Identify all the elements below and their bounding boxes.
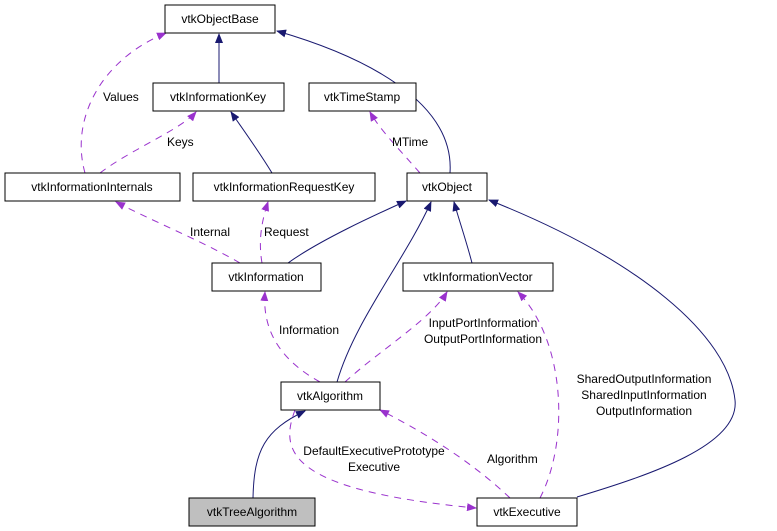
edge-label-request: Request — [264, 225, 309, 239]
edge-label-values: Values — [103, 90, 139, 104]
edge-label-internal: Internal — [190, 225, 230, 239]
edge-port-information — [344, 291, 448, 383]
edge-values — [80, 32, 167, 174]
edge-algorithm — [379, 409, 511, 499]
node-vtkinformation[interactable]: vtkInformation — [211, 262, 322, 292]
edge-label-keys: Keys — [167, 135, 194, 149]
edge-label-executive: Executive — [348, 460, 400, 474]
edge-keys — [99, 111, 197, 174]
node-vtkinformationkey[interactable]: vtkInformationKey — [152, 82, 285, 112]
node-label: vtkObjectBase — [181, 12, 259, 26]
edge-request — [259, 201, 269, 264]
edge-shared-information — [517, 291, 560, 499]
node-vtkexecutive[interactable]: vtkExecutive — [476, 497, 578, 527]
node-vtkinformationinternals[interactable]: vtkInformationInternals — [4, 172, 181, 202]
edge-algorithm-object — [336, 201, 432, 383]
node-label: vtkInformationKey — [170, 90, 266, 104]
node-label: vtkTimeStamp — [324, 90, 401, 104]
edge-label-shared-input: SharedInputInformation — [581, 388, 706, 402]
edge-mtime — [369, 111, 421, 174]
node-label: vtkObject — [422, 180, 473, 194]
edge-label-output-info: OutputInformation — [596, 404, 692, 418]
node-label: vtkInformation — [228, 270, 303, 284]
node-vtktreealgorithm: vtkTreeAlgorithm — [188, 497, 316, 527]
node-label: vtkInformationVector — [423, 270, 532, 284]
edge-requestkey-infokey — [230, 111, 273, 174]
edge-label-information: Information — [279, 323, 339, 337]
edge-label-algorithm: Algorithm — [487, 452, 538, 466]
edge-label-mtime: MTime — [392, 135, 429, 149]
node-label: vtkAlgorithm — [297, 389, 363, 403]
edge-information-object — [287, 200, 407, 264]
node-vtkobject[interactable]: vtkObject — [406, 172, 488, 202]
node-vtkobjectbase[interactable]: vtkObjectBase — [164, 4, 276, 34]
node-vtkinformationrequestkey[interactable]: vtkInformationRequestKey — [192, 172, 376, 202]
edge-information — [260, 291, 321, 383]
edge-default-executive — [289, 409, 477, 512]
edge-treealgorithm-algorithm — [252, 410, 306, 499]
node-label: vtkExecutive — [493, 505, 561, 519]
node-vtkalgorithm[interactable]: vtkAlgorithm — [280, 381, 381, 411]
node-vtktimestamp[interactable]: vtkTimeStamp — [308, 82, 417, 112]
edge-label-output-port: OutputPortInformation — [424, 332, 542, 346]
edge-infovector-object — [452, 201, 473, 264]
edge-label-default-exec-prototype: DefaultExecutivePrototype — [303, 444, 445, 458]
node-label: vtkInformationInternals — [31, 180, 152, 194]
node-label: vtkInformationRequestKey — [214, 180, 355, 194]
node-label: vtkTreeAlgorithm — [207, 505, 297, 519]
edge-internal — [115, 201, 241, 264]
edge-label-input-port: InputPortInformation — [429, 316, 538, 330]
node-vtkinformationvector[interactable]: vtkInformationVector — [402, 262, 554, 292]
edge-executive-object — [488, 199, 736, 498]
edge-label-shared-output: SharedOutputInformation — [577, 372, 712, 386]
